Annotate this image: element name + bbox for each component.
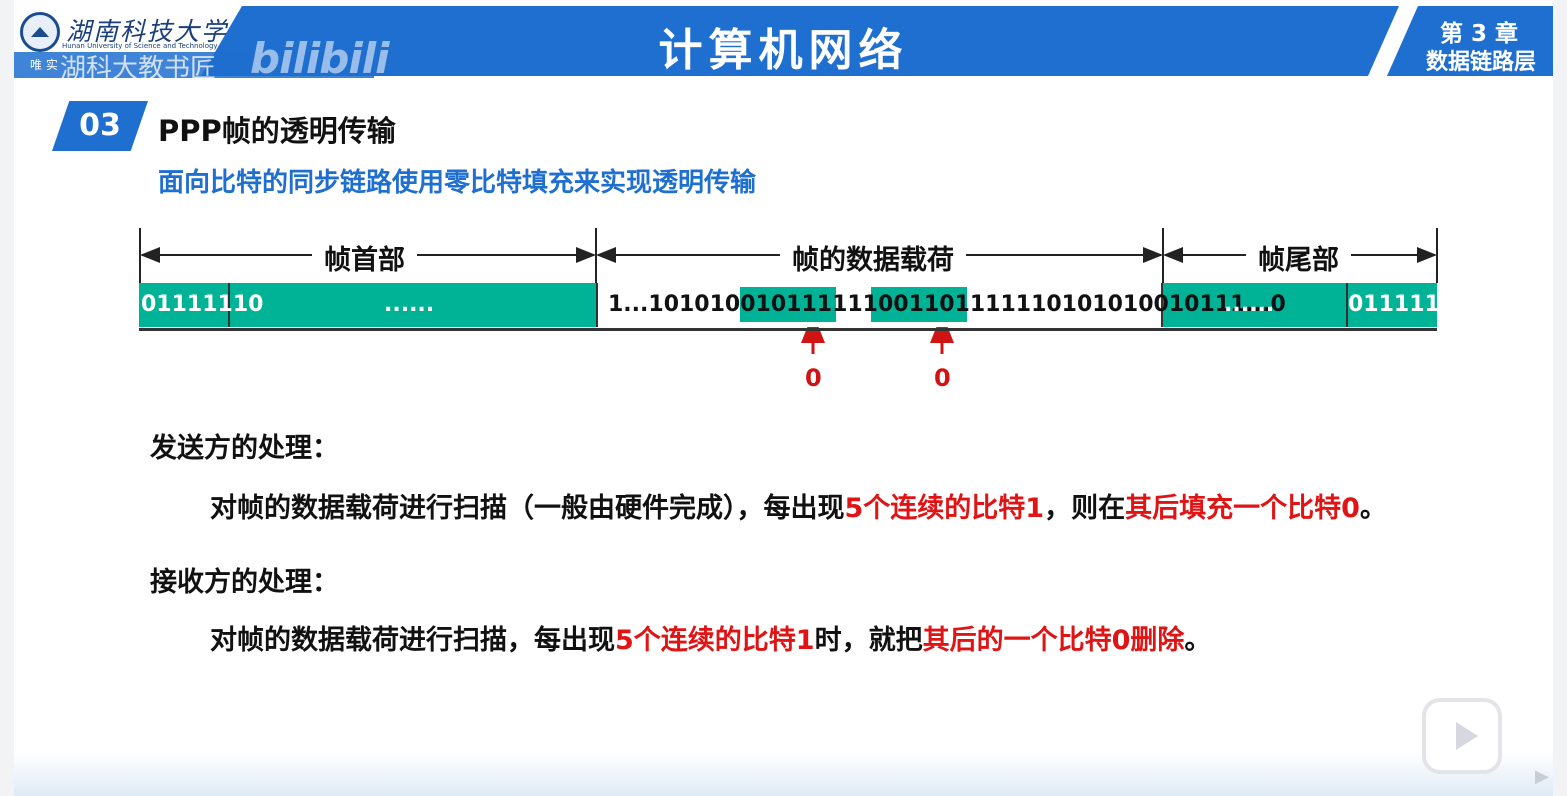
sender-text-2: ，则在 [1044,493,1126,524]
right-margin [1553,0,1567,796]
payload-bits: 1...101010010111111001101111110101010010… [608,292,1286,317]
section-number-tab [52,101,148,151]
sender-text-3: 。 [1359,493,1387,524]
five-ones-highlight-1 [740,287,836,322]
five-ones-highlight-2 [871,287,967,322]
stuffed-bit-2: 0 [934,364,951,392]
receiver-description: 对帧的数据载荷进行扫描，每出现5个连续的比特1时，就把其后的一个比特0删除。 [210,618,1211,657]
frame-dimension-lines [139,228,1438,354]
university-name-en: Hunan University of Science and Technolo… [62,42,218,50]
sender-heading: 发送方的处理： [150,433,339,464]
motto-watermark: 唯 实 [30,58,58,72]
end-flag-cell [1346,283,1437,327]
video-progress-strip[interactable] [14,752,1553,796]
receiver-text-1: 对帧的数据载荷进行扫描，每出现 [210,625,615,656]
university-seal-icon [20,12,60,52]
trailer-ellipsis: ...... [1224,292,1275,317]
section-subtitle: 面向比特的同步链路使用零比特填充来实现透明传输 [158,168,757,198]
stuffed-bit-1: 0 [805,364,822,392]
sender-text-1: 对帧的数据载荷进行扫描（一般由硬件完成），每出现 [210,493,845,524]
receiver-highlight-2: 其后的一个比特0删除 [922,625,1185,656]
trailer-fields-cell [1163,283,1346,327]
section-title: PPP帧的透明传输 [158,114,396,148]
bilibili-logo-watermark: bilibili [250,34,390,83]
next-icon[interactable]: ▶ [1535,766,1549,787]
watermark-strip [14,52,374,78]
end-flag-bits: 01111110 [1348,292,1471,317]
left-margin [0,0,14,796]
sender-description: 对帧的数据载荷进行扫描（一般由硬件完成），每出现5个连续的比特1，则在其后填充一… [210,486,1387,525]
frame-header-label: 帧首部 [312,238,417,277]
author-watermark: 湖科大教书匠 [60,54,217,84]
frame-payload-label: 帧的数据载荷 [780,238,966,277]
course-title: 计算机网络 [658,25,909,76]
header-fields-cell [230,283,596,327]
receiver-highlight-1: 5个连续的比特1 [615,625,815,656]
chapter-number: 第 3 章 [1440,21,1519,47]
chapter-name: 数据链路层 [1426,50,1537,75]
sender-highlight-1: 5个连续的比特1 [844,493,1045,524]
start-flag-bits: 01111110 [141,292,264,317]
header-ellipsis: ...... [384,292,435,317]
start-flag-cell [139,283,230,327]
receiver-text-2: 时，就把 [814,625,923,656]
university-name: 湖南科技大学 [66,17,229,46]
sender-highlight-2: 其后填充一个比特0 [1125,493,1360,524]
frame-trailer-label: 帧尾部 [1246,238,1351,277]
section-number: 03 [79,108,121,143]
receiver-text-3: 。 [1184,625,1212,656]
play-icon[interactable] [1422,698,1502,774]
receiver-heading: 接收方的处理： [150,567,339,598]
